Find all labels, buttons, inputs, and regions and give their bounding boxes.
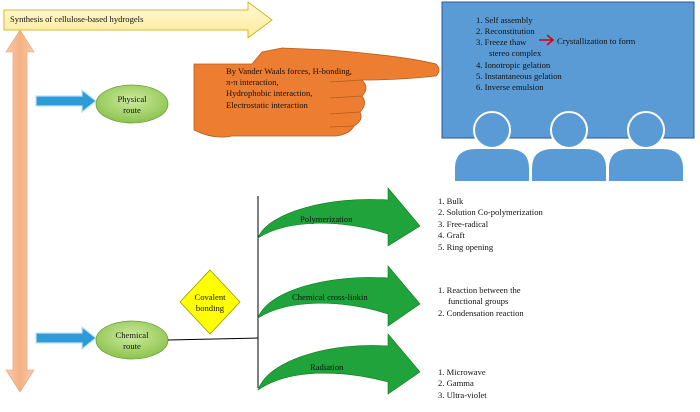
physical-forces-list: By Vander Waals forces, H-bonding, π-π i…: [226, 66, 352, 111]
force-item: π-π interaction,: [226, 77, 279, 88]
title-arrow: [3, 1, 273, 39]
person-icon: [530, 111, 608, 183]
method-item: 1. Self assembly: [476, 15, 533, 25]
chemical-connector-line: [167, 337, 259, 341]
red-arrow-icon: [539, 34, 555, 46]
list-item: 2. Gamma: [438, 378, 474, 389]
force-item: Electrostatic interaction: [226, 99, 308, 110]
method-item: 2. Reconstitution: [476, 26, 535, 37]
covalent-line1: Covalent: [194, 292, 226, 302]
method-item: 5. Instantaneous gelation: [476, 71, 562, 81]
polymerization-list: 1. Bulk 2. Solution Co-polymerization 3.…: [438, 196, 543, 253]
force-item: By Vander Waals forces, H-bonding,: [226, 66, 352, 76]
list-item: functional groups: [448, 296, 509, 307]
chemical-route-line2: route: [123, 340, 141, 351]
list-item: 1. Reaction between the: [438, 285, 521, 295]
curved-arrow-icon: [257, 187, 421, 247]
list-item: 3. Free-radical: [438, 218, 489, 229]
method-item: 3. Freeze thaw: [476, 37, 527, 48]
list-item: 3. Ultra-violet: [438, 389, 487, 400]
physical-route-oval: [95, 84, 169, 124]
crosslinking-list: 1. Reaction between the functional group…: [438, 285, 524, 319]
physical-route-line2: route: [123, 104, 141, 115]
method-item: 4. Ionotropic gelation: [476, 59, 551, 70]
list-item: 1. Microwave: [438, 367, 486, 377]
list-item: 1. Bulk: [438, 196, 464, 206]
branch-label-polymerization: Polymerization: [300, 214, 353, 224]
vertical-double-arrow: [5, 29, 35, 393]
curved-arrow-icon: [257, 265, 421, 327]
force-item: Hydrophobic interaction,: [226, 88, 313, 99]
radiation-list: 1. Microwave 2. Gamma 3. Ultra-violet: [438, 367, 487, 401]
covalent-bonding-label: Covalent bonding: [180, 292, 240, 313]
freeze-result-line2: stereo complex: [489, 48, 542, 58]
list-item: 4. Graft: [438, 230, 465, 241]
person-icon: [453, 111, 531, 183]
covalent-line2: bonding: [195, 302, 225, 313]
physical-route-line1: Physical: [117, 94, 147, 104]
list-item: 2. Solution Co-polymerization: [438, 207, 543, 218]
list-item: 2. Condensation reaction: [438, 307, 524, 318]
person-icon: [607, 111, 685, 183]
branch-label-crosslinking: Chemical cross-linkin: [292, 292, 368, 302]
diagram-title: Synthesis of cellulose-based hydrogels: [10, 14, 144, 24]
chemical-route-label: Chemical route: [96, 330, 168, 351]
diamond-shape: [179, 269, 241, 335]
chemical-route-line1: Chemical: [115, 330, 149, 340]
method-item: 6. Inverse emulsion: [476, 82, 544, 93]
hand-pointer-icon: [193, 47, 440, 138]
blue-arrow-physical: [35, 88, 97, 114]
blue-arrow-chemical: [35, 325, 97, 351]
physical-methods-list: 1. Self assembly 2. Reconstitution 3. Fr…: [476, 15, 562, 93]
curved-arrow-icon: [257, 333, 421, 395]
freeze-result-line1: Crystallization to form: [557, 36, 636, 46]
physical-route-label: Physical route: [96, 94, 168, 115]
list-item: 5. Ring opening: [438, 241, 494, 252]
branch-label-radiation: Radiation: [310, 362, 344, 372]
